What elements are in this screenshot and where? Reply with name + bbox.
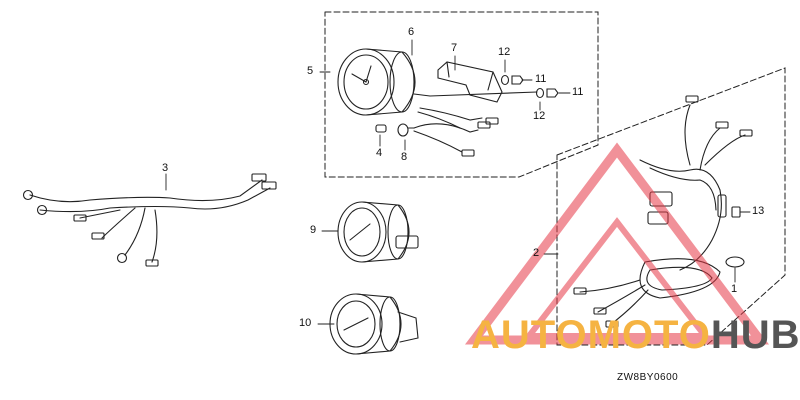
callout-12-upper: 12 [498,46,511,58]
watermark-part-1: AUTOMOTO [471,313,711,357]
gauge-bracket [437,61,503,103]
callout-3: 3 [162,162,169,174]
secondary-gauge [337,201,419,263]
callout-1: 1 [731,283,738,295]
callout-5: 5 [307,65,314,77]
group-frame-lower-right [556,67,786,346]
watermark-part-2: HUB [710,313,800,357]
tachometer-gauge [337,48,431,116]
callout-7: 7 [451,42,458,54]
bulb-socket-and-lamp [375,107,499,157]
callout-11-upper: 11 [535,73,547,85]
callout-2: 2 [533,247,540,259]
callout-8: 8 [401,151,408,163]
trim-gauge [329,293,419,355]
callout-13: 13 [752,205,765,217]
callout-10: 10 [299,317,312,329]
callout-12-lower: 12 [533,110,546,122]
nuts-and-washers [429,74,559,99]
diagram-code: ZW8BY0600 [617,372,679,383]
watermark-triangle [464,142,770,345]
group-frame-upper [324,11,599,178]
wire-harness [22,173,277,267]
callout-4: 4 [376,147,383,159]
callout-6: 6 [408,26,415,38]
callout-9: 9 [310,224,317,236]
watermark-text: AUTOMOTOHUB [471,315,800,355]
callout-11-lower: 11 [572,86,584,98]
main-wire-harness [573,95,753,328]
